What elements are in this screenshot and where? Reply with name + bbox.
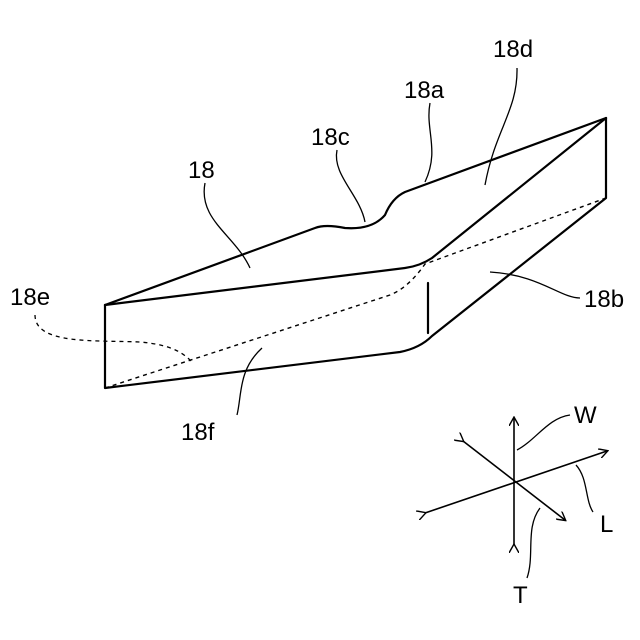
top-face-back-edge xyxy=(105,118,606,305)
leader-w xyxy=(517,415,570,450)
leader-18d xyxy=(485,68,517,185)
label-18d: 18d xyxy=(493,36,533,63)
leader-18e xyxy=(35,315,192,362)
leader-18b xyxy=(490,272,580,298)
axis-label-t: T xyxy=(513,582,528,609)
leader-18c xyxy=(336,150,365,222)
axis-label-l: L xyxy=(600,511,613,538)
hidden-bottom-edge xyxy=(105,198,606,388)
label-18: 18 xyxy=(188,157,215,184)
label-18c: 18c xyxy=(311,124,350,151)
direction-axes: W L T xyxy=(425,402,613,609)
axis-label-w: W xyxy=(574,402,597,429)
label-18f: 18f xyxy=(181,419,215,446)
leader-t xyxy=(527,508,540,578)
label-18e: 18e xyxy=(10,284,50,311)
leader-18a xyxy=(425,103,432,182)
leader-l xyxy=(576,465,593,512)
label-18a: 18a xyxy=(404,77,445,104)
front-face-outline xyxy=(105,118,606,388)
label-18b: 18b xyxy=(584,286,624,313)
leader-18f xyxy=(237,348,262,415)
leader-18 xyxy=(204,183,250,268)
